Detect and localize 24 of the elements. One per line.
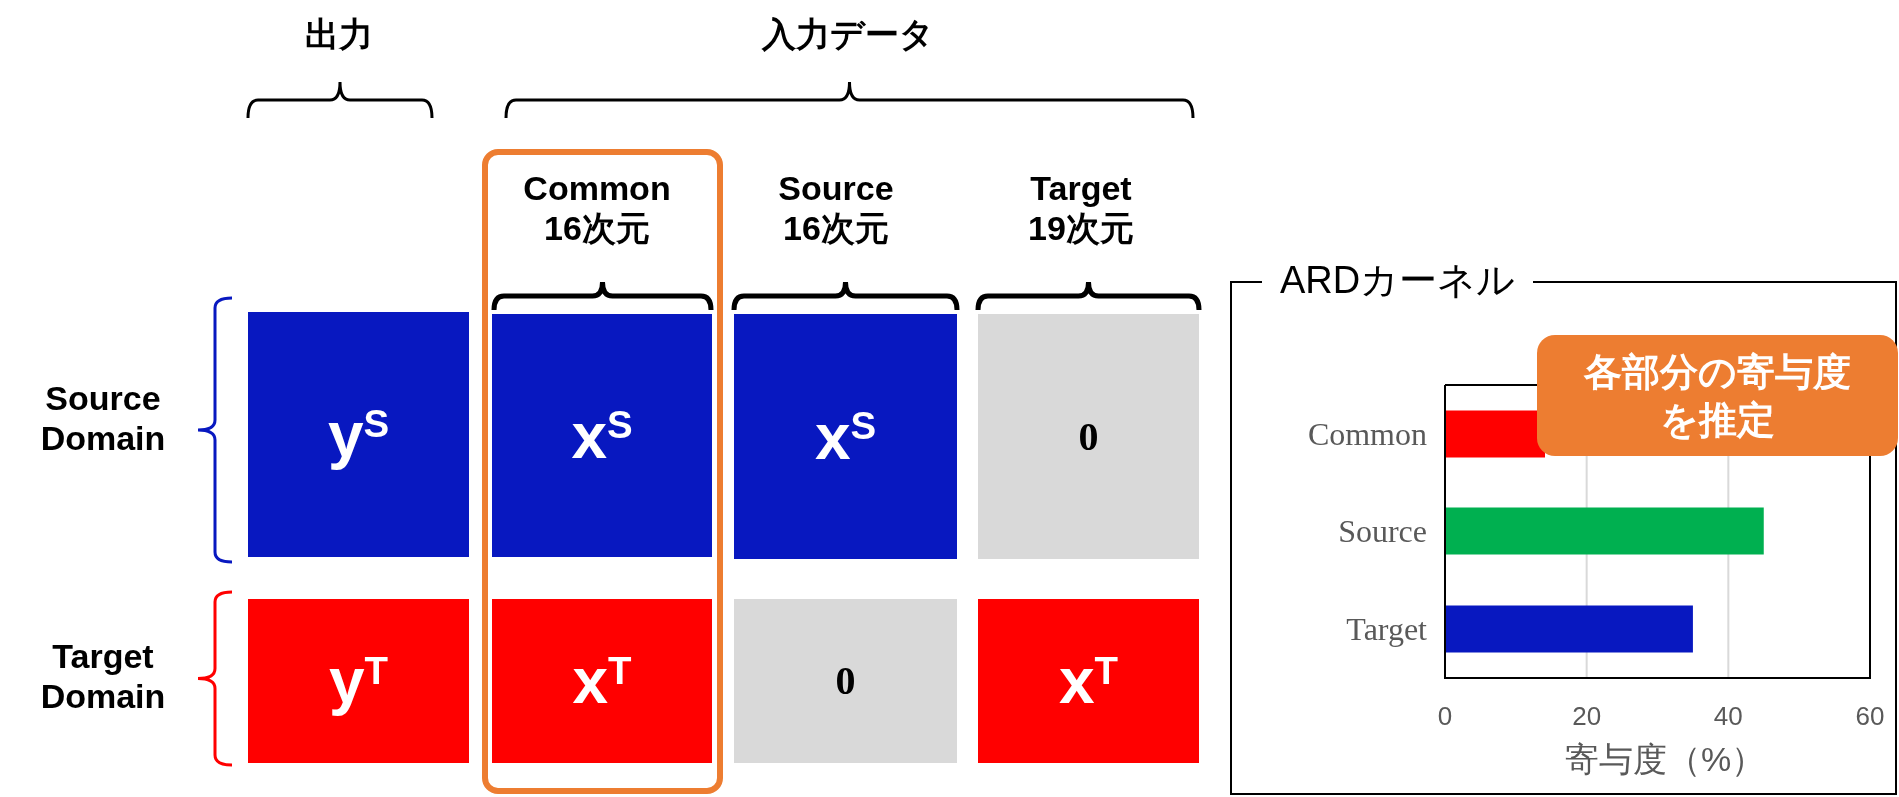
matrix-block: y$^{S}$ — [248, 312, 469, 557]
tick-label: 20 — [1571, 701, 1603, 731]
group-label: 入力データ — [761, 14, 935, 54]
matrix-block: x$^{T}$ — [978, 599, 1199, 763]
callout-badge: 各部分の寄与度を推定 — [1537, 335, 1898, 456]
matrix-block: x$^{S}$ — [734, 314, 957, 559]
column-header: Target 19次元 — [1027, 168, 1135, 248]
category-label: Source — [1338, 512, 1427, 551]
group-label: 出力 — [304, 14, 374, 54]
column-header: Source 16次元 — [777, 168, 895, 248]
matrix-block: x$^{T}$ — [492, 599, 712, 763]
row-label: Source Domain — [39, 378, 167, 458]
row-label: Target Domain — [39, 636, 167, 716]
tick-label: 60 — [1854, 701, 1886, 731]
matrix-block: 0 — [734, 599, 957, 763]
tick-label: 40 — [1712, 701, 1744, 731]
category-label: Target — [1346, 610, 1427, 649]
matrix-block: 0 — [978, 314, 1199, 559]
tick-label: 0 — [1436, 701, 1454, 731]
matrix-block: y$^{T}$ — [248, 599, 469, 763]
matrix-block: x$^{S}$ — [492, 314, 712, 557]
category-label: Common — [1307, 415, 1427, 454]
axis-title: 寄与度（%） — [1563, 739, 1767, 779]
column-header: Common 16次元 — [522, 168, 672, 248]
